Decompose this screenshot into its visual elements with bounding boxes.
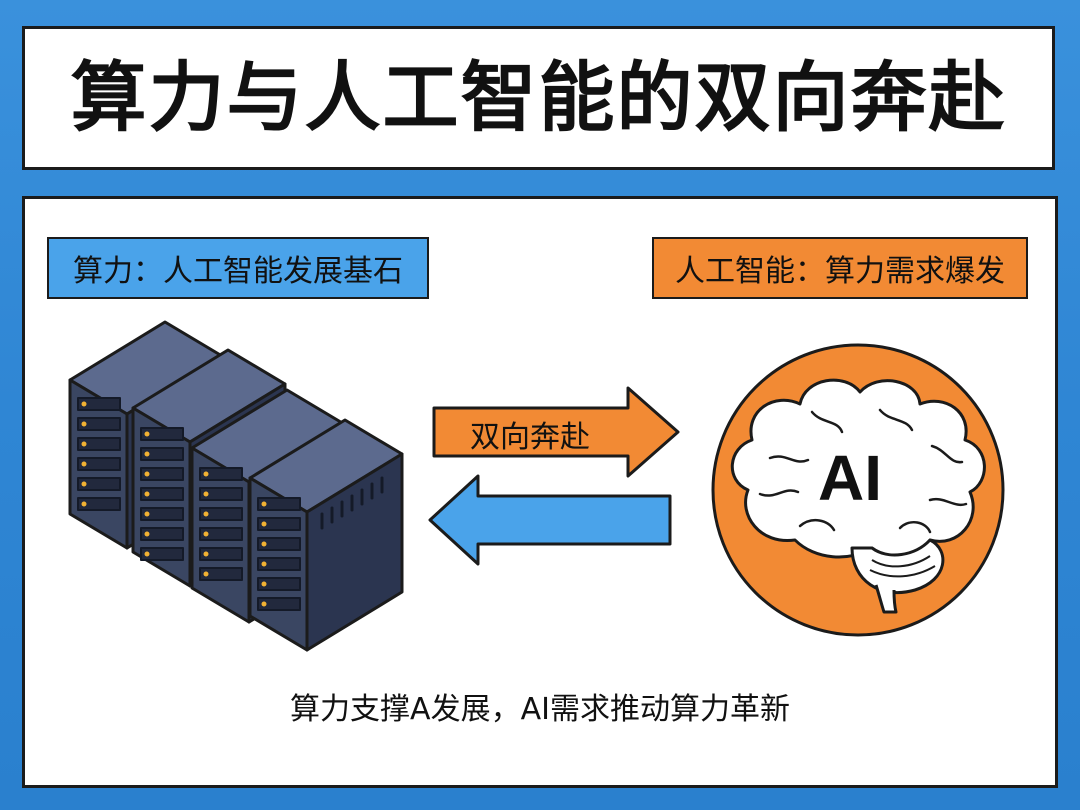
brain-ai-text: AI — [818, 442, 882, 514]
label-ai-text: 人工智能：算力需求爆发 — [675, 254, 1005, 289]
brain-icon — [711, 343, 1005, 637]
arrow-right — [432, 386, 680, 478]
arrow-label: 双向奔赴 — [470, 420, 590, 455]
label-compute-text: 算力：人工智能发展基石 — [73, 254, 403, 289]
label-ai: 人工智能：算力需求爆发 — [652, 237, 1028, 299]
watermark: 豆包AI生成 — [934, 764, 1024, 785]
server-rack-4 — [248, 418, 404, 652]
caption: 算力支撑A发展，AI需求推动算力革新 — [290, 692, 790, 727]
label-compute: 算力：人工智能发展基石 — [47, 237, 429, 299]
title-box: 算力与人工智能的双向奔赴 — [22, 26, 1055, 170]
arrow-left — [428, 474, 672, 566]
page-title: 算力与人工智能的双向奔赴 — [70, 53, 1007, 142]
server-rack-icon — [68, 320, 404, 652]
